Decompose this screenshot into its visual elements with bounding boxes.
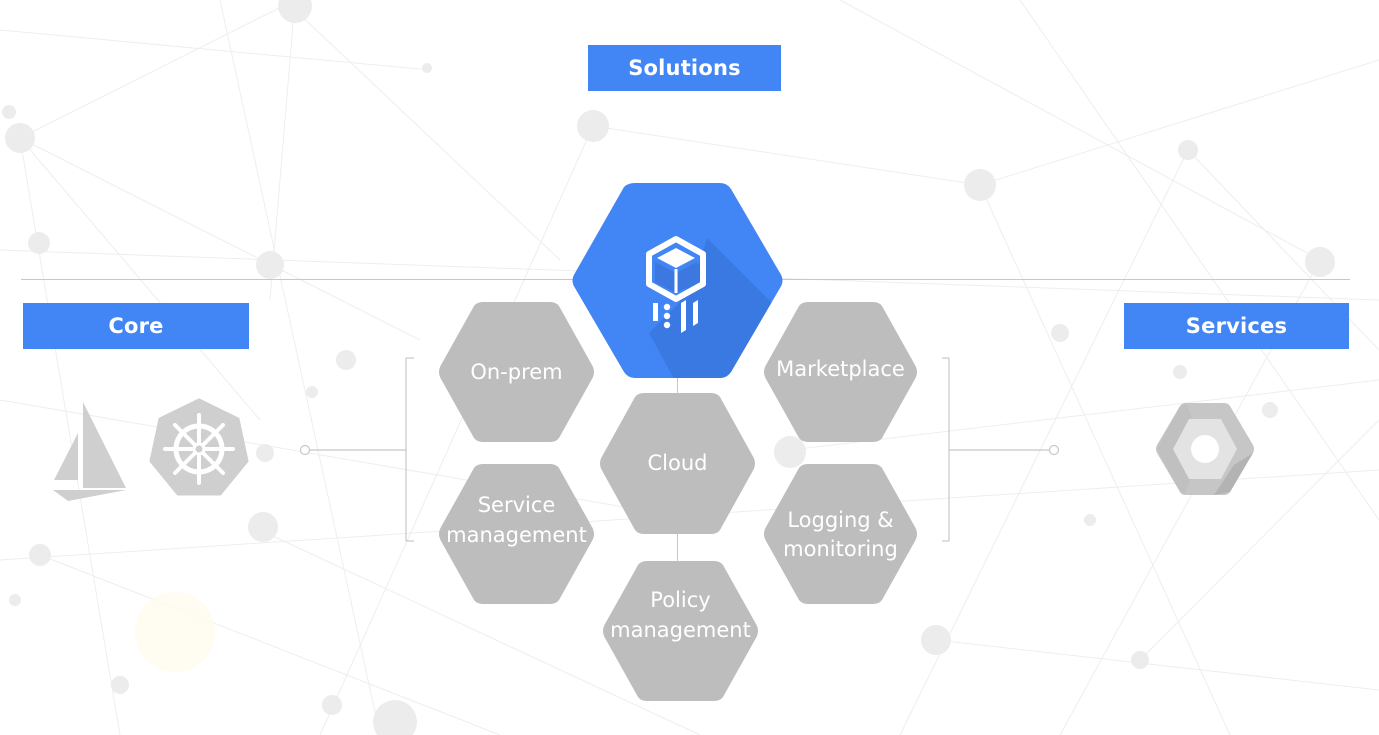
left-bracket-connector bbox=[299, 357, 414, 542]
hex-label: Marketplace bbox=[776, 357, 905, 381]
hex-label-line1: Policy bbox=[650, 588, 711, 612]
hex-label-line2: management bbox=[610, 618, 751, 642]
hex-logging-monitoring: Logging & monitoring bbox=[762, 464, 919, 604]
hex-label-line1: Logging & bbox=[787, 508, 894, 532]
hex-label-line2: management bbox=[446, 523, 587, 547]
center-connector-top bbox=[677, 370, 678, 400]
hex-label: On-prem bbox=[470, 360, 563, 384]
hex-marketplace: Marketplace bbox=[762, 302, 919, 442]
hex-service-management: Service management bbox=[437, 464, 596, 604]
services-label: Services bbox=[1124, 303, 1349, 349]
hex-label-line1: Service bbox=[477, 493, 556, 517]
anthos-cube-icon bbox=[646, 236, 706, 333]
anthos-center-hex bbox=[569, 183, 786, 378]
core-label: Core bbox=[23, 303, 249, 349]
right-bracket-connector bbox=[942, 357, 1060, 542]
solutions-label: Solutions bbox=[588, 45, 781, 91]
hex-on-prem: On-prem bbox=[437, 302, 596, 442]
center-connector-bottom bbox=[677, 530, 678, 565]
hex-label-line2: monitoring bbox=[783, 537, 898, 561]
hex-policy-management: Policy management bbox=[601, 561, 760, 701]
istio-sail-icon bbox=[53, 402, 126, 501]
hex-cloud: Cloud bbox=[598, 393, 757, 534]
kubernetes-helm-icon bbox=[149, 398, 249, 496]
compute-engine-hex-icon bbox=[1156, 403, 1254, 495]
hex-label: Cloud bbox=[647, 451, 708, 475]
